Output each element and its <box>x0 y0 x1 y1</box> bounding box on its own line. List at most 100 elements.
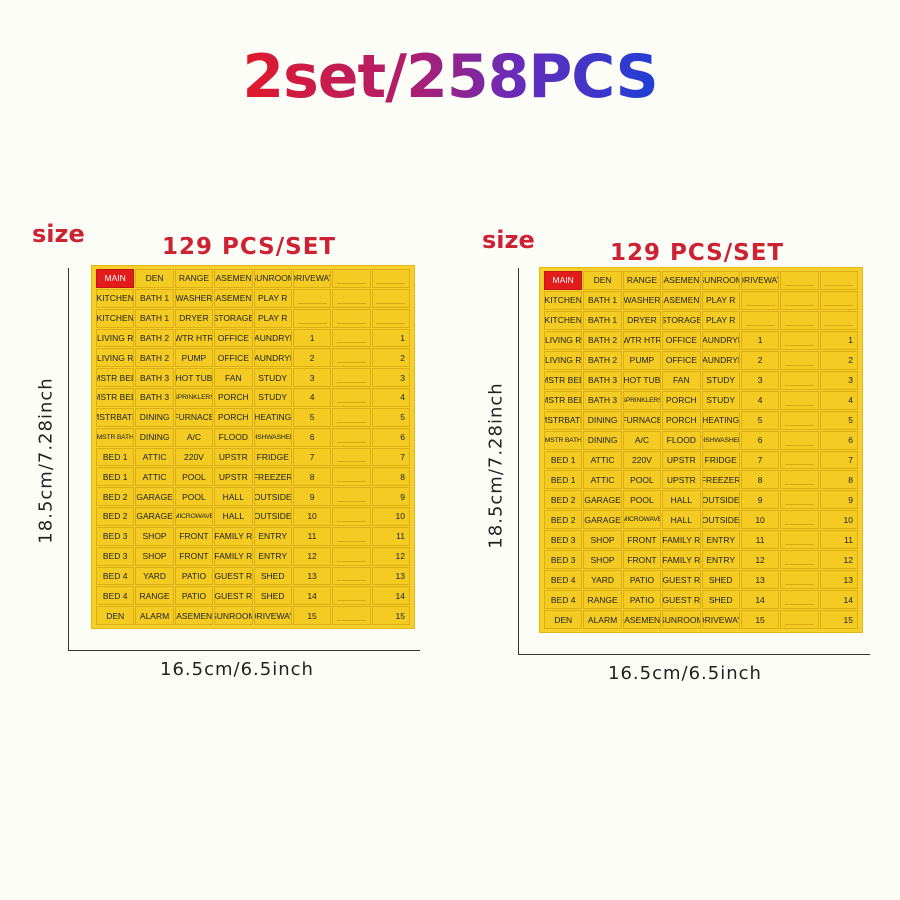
sticker-text: PATIO <box>629 594 655 605</box>
sticker-label: DISHWASHER <box>701 430 740 450</box>
sticker-label: 12 <box>740 550 780 570</box>
sticker-text: MSTR BED <box>545 395 581 406</box>
sticker-label: MSTR BED <box>96 388 135 407</box>
sticker-label: OUTSIDE <box>253 487 292 506</box>
sticker-text: FAMILY R <box>214 551 253 562</box>
sticker-text: KITCHEN <box>544 295 582 306</box>
sticker-text: 1 <box>309 332 315 343</box>
sticker-label <box>332 427 371 447</box>
sticker-text: RANGE <box>587 594 618 605</box>
sticker-text: BATH 2 <box>587 355 618 366</box>
sticker-label: DRYER <box>622 310 662 330</box>
sticker-text: DISHWASHER <box>255 433 291 441</box>
sticker-text: YARD <box>591 574 615 585</box>
sticker-text: 9 <box>848 494 853 505</box>
sticker-text: BED 4 <box>102 590 128 601</box>
sticker-label <box>780 330 819 350</box>
sticker-text: MAIN <box>552 275 574 286</box>
sticker-label <box>332 526 371 546</box>
sticker-text: DINING <box>587 435 618 446</box>
sticker-text: 7 <box>757 454 763 465</box>
sticker-label: KITCHEN <box>96 308 135 328</box>
sticker-label: BATH 3 <box>583 370 622 390</box>
sticker-label: BATH 3 <box>583 390 622 410</box>
sticker-text: 1 <box>400 332 405 343</box>
sticker-text: FAMILY R <box>662 534 701 545</box>
sticker-label: 8 <box>819 470 858 490</box>
sticker-label: RANGE <box>583 590 622 610</box>
sticker-text: 3 <box>848 375 853 386</box>
sticker-text: BASEMENT <box>624 614 661 625</box>
sticker-label: 2 <box>740 350 780 370</box>
sticker-label: KITCHEN <box>544 310 583 330</box>
sticker-label: FREEZER <box>701 470 740 490</box>
sticker-text: 11 <box>844 534 853 545</box>
sticker-text: DRIVEWAY <box>742 275 778 286</box>
sticker-text: SUNROOM <box>663 614 699 625</box>
sticker-label: YARD <box>583 570 622 590</box>
sticker-label: 3 <box>819 370 858 390</box>
sticker-label: STUDY <box>701 390 740 410</box>
sticker-label: WASHER <box>174 288 214 308</box>
headline-text: 2set/258PCS <box>242 42 658 112</box>
sticker-label: MSTR BED <box>544 390 583 410</box>
sticker-label <box>819 290 858 310</box>
sticker-text: 2 <box>757 355 763 366</box>
sticker-text: POOL <box>630 474 654 485</box>
sticker-label: SHOP <box>583 530 622 550</box>
sticker-label: BASEMENT <box>662 271 701 290</box>
sticker-text: 15 <box>307 610 317 621</box>
sticker-label: FAMILY R <box>214 546 253 566</box>
sticker-text: DEN <box>145 273 164 284</box>
sticker-text: 220V <box>184 451 204 462</box>
sticker-text: FREEZER <box>253 471 292 482</box>
sticker-text: DEN <box>106 610 125 621</box>
sticker-text: RANGE <box>139 590 170 601</box>
sticker-label: DINING <box>583 430 622 450</box>
sticker-label: 12 <box>819 550 858 570</box>
sticker-label: BATH 3 <box>135 388 174 407</box>
sticker-label: 3 <box>292 368 332 387</box>
sticker-text: BED 1 <box>550 454 576 465</box>
sticker-label: DEN <box>96 606 135 625</box>
sticker-label: FRONT <box>174 526 214 546</box>
sticker-label: GUEST R <box>214 586 253 606</box>
sticker-label <box>292 288 332 308</box>
sticker-text: HEATING <box>702 415 740 426</box>
sticker-text: 10 <box>307 511 317 522</box>
sticker-label: FRIDGE <box>253 447 292 467</box>
sticker-label <box>740 290 780 310</box>
sticker-label <box>780 390 819 410</box>
sticker-text: SPRINKLERS <box>622 396 662 404</box>
sticker-label: FAMILY R <box>662 530 701 550</box>
sticker-text: PORCH <box>665 395 697 406</box>
sticker-label <box>780 290 819 310</box>
sticker-label <box>292 308 332 328</box>
sticker-label: FRONT <box>174 546 214 566</box>
sticker-label: 10 <box>740 510 780 530</box>
sticker-text: FAMILY R <box>214 531 253 542</box>
sticker-text: HEATING <box>254 412 292 423</box>
sticker-text: SHOP <box>142 531 167 542</box>
sticker-text: POOL <box>630 494 654 505</box>
sticker-text: BATH 3 <box>139 392 170 403</box>
sticker-label: BED 1 <box>96 467 135 487</box>
sticker-label: OFFICE <box>662 330 701 350</box>
sticker-label: PLAY R <box>701 310 740 330</box>
sticker-text: ATTIC <box>142 451 167 462</box>
sticker-text: PATIO <box>181 590 207 601</box>
sticker-text: FRONT <box>627 534 657 545</box>
sticker-label: 11 <box>371 526 410 546</box>
sticker-label: 220V <box>622 450 662 470</box>
height-dimension-line <box>68 268 69 650</box>
sticker-label: BASEMENT <box>174 606 214 625</box>
sticker-label: 7 <box>819 450 858 470</box>
sticker-text: PUMP <box>629 355 655 366</box>
sticker-text: SHED <box>708 574 733 585</box>
sticker-label <box>332 467 371 487</box>
sticker-text: 12 <box>843 554 853 565</box>
sticker-label: ATTIC <box>583 470 622 490</box>
sticker-label: MICROWAVE <box>174 507 214 526</box>
sticker-label: RANGE <box>135 586 174 606</box>
